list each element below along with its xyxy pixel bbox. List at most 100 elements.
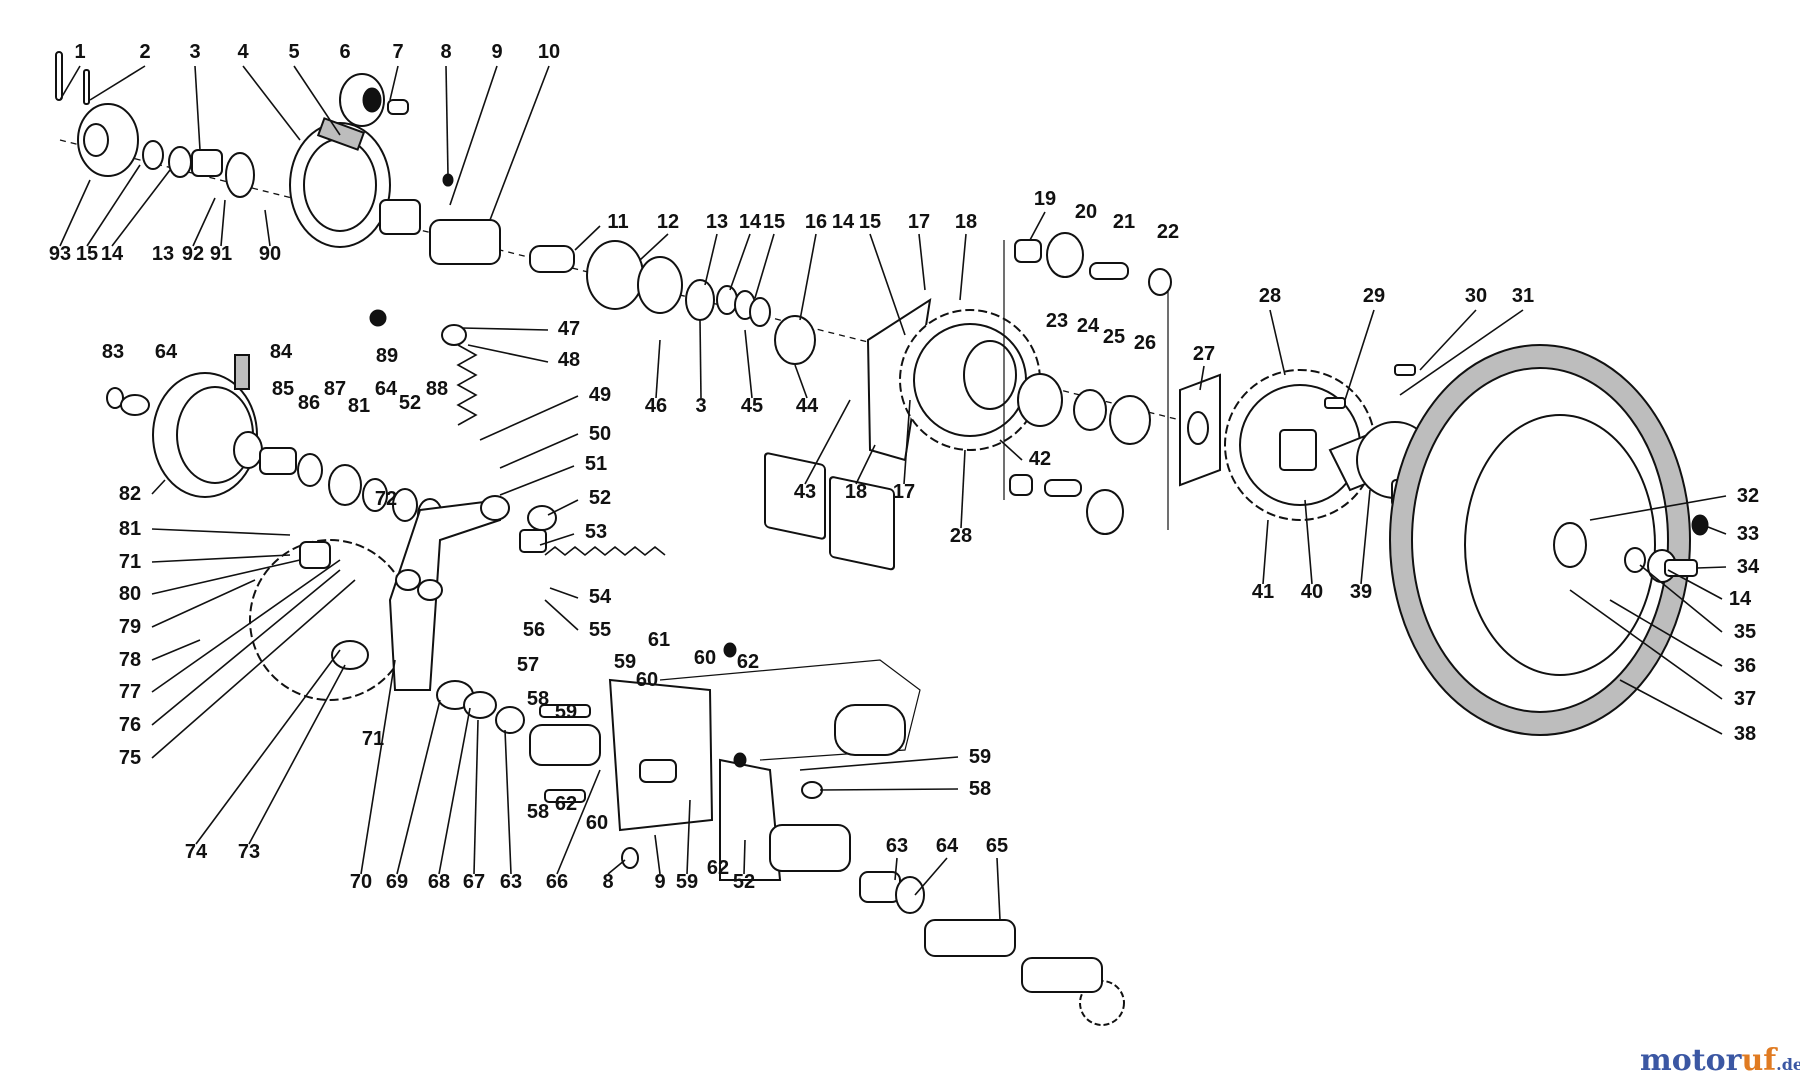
part-label-9: 9: [654, 871, 665, 893]
part-label-88: 88: [426, 378, 448, 400]
wheel-tire: [1389, 344, 1709, 736]
part-label-47: 47: [558, 318, 580, 340]
part-label-30: 30: [1465, 285, 1487, 307]
part-label-37: 37: [1734, 688, 1756, 710]
part-label-48: 48: [558, 349, 580, 371]
part-label-13: 13: [706, 211, 728, 233]
lower-frame: [331, 640, 1103, 993]
part-label-50: 50: [589, 423, 611, 445]
part-label-14: 14: [739, 211, 762, 233]
part-label-22: 22: [1157, 221, 1179, 243]
part-label-71: 71: [362, 728, 384, 750]
watermark-part2: uf: [1741, 1043, 1778, 1078]
part-label-19: 19: [1034, 188, 1056, 210]
part-label-10: 10: [538, 41, 560, 63]
part-label-58: 58: [527, 801, 549, 823]
part-label-16: 16: [805, 211, 827, 233]
part-label-44: 44: [796, 395, 819, 417]
part-label-87: 87: [324, 378, 346, 400]
part-label-90: 90: [259, 243, 281, 265]
part-label-63: 63: [886, 835, 908, 857]
part-label-60: 60: [586, 812, 608, 834]
part-label-39: 39: [1350, 581, 1372, 603]
part-label-89: 89: [376, 345, 398, 367]
part-label-21: 21: [1113, 211, 1135, 233]
part-label-24: 24: [1077, 315, 1100, 337]
part-label-86: 86: [298, 392, 320, 414]
part-label-33: 33: [1737, 523, 1759, 545]
part-label-66: 66: [546, 871, 568, 893]
part-label-35: 35: [1734, 621, 1756, 643]
part-label-92: 92: [182, 243, 204, 265]
part-label-15: 15: [76, 243, 98, 265]
part-label-76: 76: [119, 714, 141, 736]
part-label-64: 64: [936, 835, 959, 857]
part-label-34: 34: [1737, 556, 1760, 578]
part-label-42: 42: [1029, 448, 1051, 470]
part-label-18: 18: [845, 481, 867, 503]
part-label-58: 58: [527, 688, 549, 710]
part-label-81: 81: [119, 518, 141, 540]
part-label-32: 32: [1737, 485, 1759, 507]
part-label-9: 9: [491, 41, 502, 63]
part-label-72: 72: [375, 488, 397, 510]
part-label-71: 71: [119, 551, 141, 573]
part-label-69: 69: [386, 871, 408, 893]
part-label-56: 56: [523, 619, 545, 641]
part-label-17: 17: [893, 481, 915, 503]
part-label-79: 79: [119, 616, 141, 638]
part-label-26: 26: [1134, 332, 1156, 354]
part-label-40: 40: [1301, 581, 1323, 603]
part-label-59: 59: [676, 871, 698, 893]
part-label-58: 58: [969, 778, 991, 800]
part-label-4: 4: [237, 41, 249, 63]
spring-arm: [369, 309, 666, 691]
part-label-27: 27: [1193, 343, 1215, 365]
top-axle-assembly: [55, 51, 1181, 571]
part-label-59: 59: [614, 651, 636, 673]
part-label-59: 59: [969, 746, 991, 768]
part-label-80: 80: [119, 583, 141, 605]
part-label-14: 14: [1729, 588, 1752, 610]
part-label-12: 12: [657, 211, 679, 233]
part-label-18: 18: [955, 211, 977, 233]
part-label-52: 52: [399, 392, 421, 414]
part-label-64: 64: [375, 378, 398, 400]
part-label-1: 1: [74, 41, 85, 63]
part-label-82: 82: [119, 483, 141, 505]
part-label-55: 55: [589, 619, 611, 641]
part-label-85: 85: [272, 378, 294, 400]
part-label-6: 6: [339, 41, 350, 63]
part-label-31: 31: [1512, 285, 1534, 307]
part-label-25: 25: [1103, 326, 1125, 348]
part-label-7: 7: [392, 41, 403, 63]
part-label-62: 62: [737, 651, 759, 673]
part-label-14: 14: [101, 243, 124, 265]
part-label-51: 51: [585, 453, 607, 475]
part-label-67: 67: [463, 871, 485, 893]
part-label-46: 46: [645, 395, 667, 417]
part-label-54: 54: [589, 586, 612, 608]
part-label-78: 78: [119, 649, 141, 671]
part-label-59: 59: [555, 701, 577, 723]
part-label-28: 28: [950, 525, 972, 547]
part-label-36: 36: [1734, 655, 1756, 677]
part-label-52: 52: [589, 487, 611, 509]
part-label-91: 91: [210, 243, 232, 265]
part-label-52: 52: [733, 871, 755, 893]
part-label-29: 29: [1363, 285, 1385, 307]
part-label-38: 38: [1734, 723, 1756, 745]
watermark: motoruf.de: [1640, 1043, 1800, 1078]
watermark-part1: motor: [1640, 1043, 1743, 1078]
part-label-11: 11: [607, 211, 628, 233]
part-label-3: 3: [189, 41, 200, 63]
part-label-23: 23: [1046, 310, 1068, 332]
part-label-62: 62: [555, 793, 577, 815]
part-label-5: 5: [288, 41, 299, 63]
part-label-13: 13: [152, 243, 174, 265]
leader-lines: [59, 65, 1727, 921]
part-label-43: 43: [794, 481, 816, 503]
part-label-53: 53: [585, 521, 607, 543]
part-label-14: 14: [832, 211, 855, 233]
